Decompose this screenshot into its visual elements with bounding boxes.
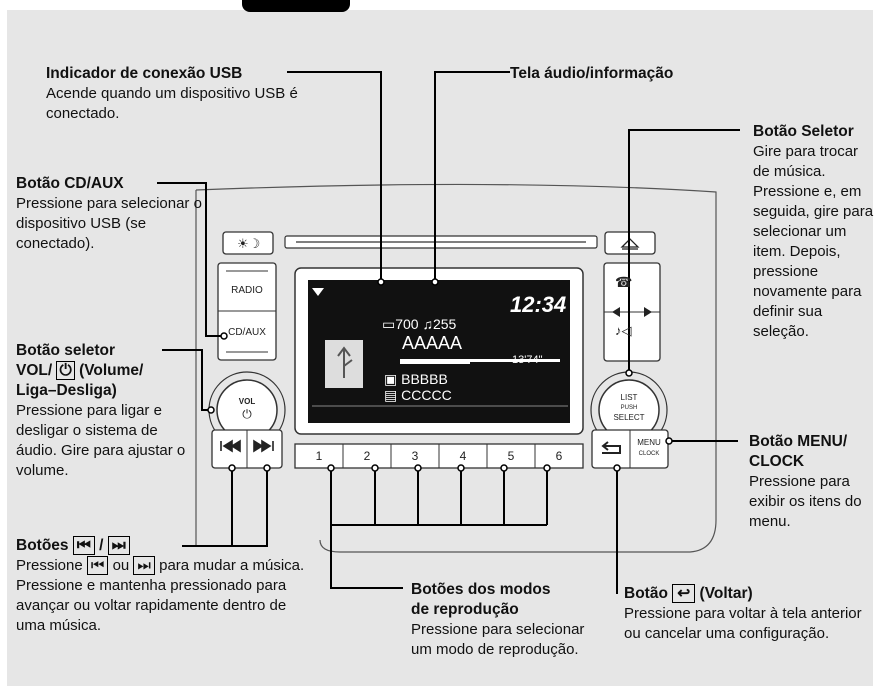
preset-button-1[interactable]: 1 (315, 449, 323, 463)
usb-indicator-desc: Acende quando um dispositivo USB é conec… (46, 85, 298, 122)
signal-icon (312, 288, 324, 296)
cdaux-desc: Pressione para selecionar o dispositivo … (16, 195, 202, 252)
preset-button-2[interactable]: 2 (363, 449, 371, 463)
skip-title-text: Botões (16, 537, 69, 554)
back-box-icon: ↩ (672, 584, 696, 603)
power-box-icon: ⏻ (56, 361, 75, 380)
menu-title-2: CLOCK (749, 453, 805, 470)
menu-label: MENU (637, 438, 661, 447)
select-label: SELECT (613, 413, 645, 422)
display-album-row: ▤ CCCCC (384, 387, 452, 404)
screen-title: Tela áudio/informação (510, 65, 674, 82)
vol-title-1: Botão seletor (16, 342, 116, 359)
folder-icon: ▭ (382, 316, 396, 332)
display-time: 13'74" (512, 354, 543, 366)
preset-button-3[interactable]: 3 (411, 449, 419, 463)
back-icon (601, 441, 621, 454)
menu-desc: Pressione para exibir os itens do menu. (749, 473, 862, 530)
next-box-icon: ⏭ (107, 536, 130, 555)
selector-title: Botão Seletor (753, 123, 854, 140)
modes-title-2: de reprodução (411, 601, 519, 618)
display-clock: 12:34 (510, 292, 567, 317)
track-icon: ♫ (422, 316, 433, 332)
phone-icon[interactable]: ☎ (615, 274, 633, 290)
display-title: AAAAA (402, 333, 463, 353)
music-note-icon[interactable]: ♪◁ (615, 323, 632, 338)
preset-button-4[interactable]: 4 (459, 449, 467, 463)
vol-label: VOL (238, 397, 256, 406)
back-title-paren: (Voltar) (699, 585, 753, 602)
usb-indicator-callout: Indicador de conexão USB Acende quando u… (46, 64, 336, 124)
skip-desc-2: Pressione e mantenha pressionado para av… (16, 577, 287, 634)
push-label: PUSH (620, 405, 638, 411)
selector-labels[interactable]: LIST PUSH SELECT (613, 393, 645, 422)
dashboard-outline (195, 183, 717, 553)
artist-icon: ▣ (384, 371, 398, 387)
preset-button-6[interactable]: 6 (555, 449, 563, 463)
modes-title-1: Botões dos modos (411, 581, 551, 598)
selector-callout: Botão Seletor Gire para trocar de música… (753, 122, 875, 342)
screen-callout: Tela áudio/informação (510, 64, 673, 84)
prev-box-icon: ⏮ (72, 536, 95, 555)
display-album: CCCCC (401, 387, 452, 403)
clock-label: CLOCK (638, 451, 660, 457)
display-folders: 700 (395, 316, 419, 332)
modes-callout: Botões dos modos de reprodução Pressione… (411, 580, 601, 660)
skip-callout: Botões ⏮ / ⏭ Pressione ⏮ ou ⏭ para mudar… (16, 536, 316, 636)
leader-lines (157, 71, 740, 594)
vol-title-3: Liga–Desliga) (16, 382, 117, 399)
back-title-text: Botão (624, 585, 668, 602)
vol-callout: Botão seletor VOL/ ⏻ (Volume/ Liga–Desli… (16, 341, 196, 481)
selector-desc: Gire para trocar de música. Pressione e,… (753, 143, 874, 340)
usb-indicator-title: Indicador de conexão USB (46, 65, 243, 82)
cd-aux-button[interactable]: CD/AUX (228, 327, 266, 338)
display-tracks: 255 (432, 316, 457, 332)
back-callout: Botão ↩ (Voltar) Pressione para voltar à… (624, 584, 872, 644)
section-tab (242, 0, 350, 12)
light-icon[interactable]: ☀☽ (237, 236, 261, 251)
skip-desc: Pressione ⏮ ou ⏭ para mudar a música. (16, 556, 316, 576)
modes-desc: Pressione para selecionar um modo de rep… (411, 621, 585, 658)
display-counts: ▭700 ♫255 (382, 316, 456, 333)
cdaux-title: Botão CD/AUX (16, 175, 124, 192)
skip-desc-a: Pressione (16, 557, 83, 574)
skip-desc-b: para mudar a música. (159, 557, 305, 574)
back-desc: Pressione para voltar à tela anterior ou… (624, 605, 862, 642)
menu-button[interactable]: MENU CLOCK (633, 438, 665, 459)
prev-icon (220, 439, 241, 453)
display-artist-row: ▣ BBBBB (384, 371, 448, 388)
prev-inline-icon: ⏮ (86, 556, 109, 575)
next-icon (253, 439, 274, 453)
skip-title-sep: / (99, 537, 104, 554)
vol-title-2: VOL/ ⏻ (Volume/ (16, 361, 196, 381)
skip-desc-or: ou (112, 557, 130, 574)
list-label: LIST (620, 393, 638, 402)
light-button (222, 231, 274, 255)
vol-desc: Pressione para ligar e desligar o sistem… (16, 402, 186, 479)
power-icon: ⏻ (242, 407, 252, 421)
preset-button-5[interactable]: 5 (507, 449, 515, 463)
album-icon: ▤ (384, 387, 398, 403)
menu-title-1: Botão MENU/ (749, 433, 848, 450)
display-artist: BBBBB (401, 371, 448, 387)
radio-button[interactable]: RADIO (231, 285, 263, 296)
vol-title-vol: VOL/ (16, 362, 53, 379)
leader-dots (207, 278, 673, 472)
vol-title-volume: (Volume/ (79, 362, 144, 379)
back-title: Botão ↩ (Voltar) (624, 584, 872, 604)
cdaux-callout: Botão CD/AUX Pressione para selecionar o… (16, 174, 202, 254)
next-inline-icon: ⏭ (133, 556, 155, 575)
skip-title: Botões ⏮ / ⏭ (16, 536, 316, 556)
menu-callout: Botão MENU/ CLOCK Pressione para exibir … (749, 432, 873, 532)
